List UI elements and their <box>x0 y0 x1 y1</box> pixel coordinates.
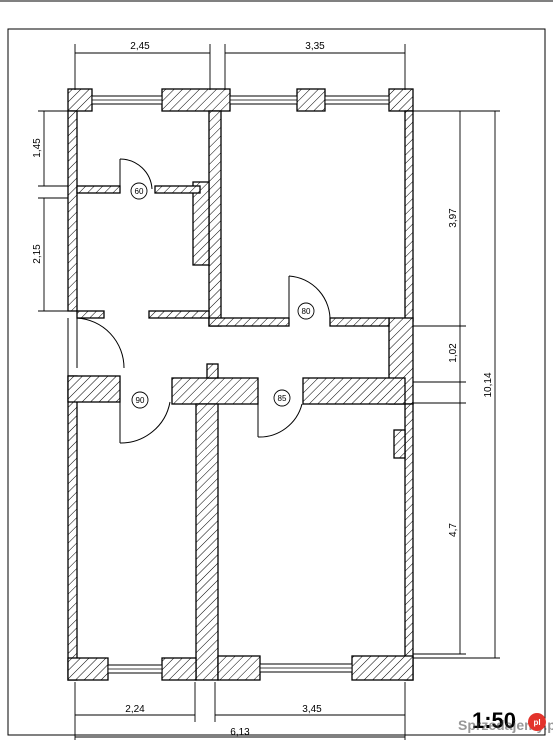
lower-corridor-wall-middle <box>171 377 259 405</box>
dim-left-upper: 1,45 <box>32 138 43 158</box>
top-wall-right-corner <box>388 88 414 112</box>
central-partition-lower <box>195 403 219 681</box>
corridor-wall-middle <box>208 317 290 327</box>
doors <box>67 158 331 444</box>
dim-bottom-right: 3,45 <box>302 704 322 715</box>
watermark-badge-icon <box>528 713 546 731</box>
chimney-block <box>192 181 210 266</box>
bottom-wall-right-corner <box>351 655 414 681</box>
door-label-60: 60 <box>135 187 144 196</box>
corridor-wall-left-stub <box>76 310 105 319</box>
right-wall-upper <box>404 110 414 322</box>
dimension-lines <box>38 44 500 740</box>
dim-bottom-left: 2,24 <box>125 704 145 715</box>
dim-total-height: 10,14 <box>483 372 494 397</box>
lower-corridor-wall-stub <box>206 363 219 379</box>
dim-top-right: 3,35 <box>305 41 325 52</box>
windows <box>91 95 390 674</box>
door-label-80: 80 <box>302 307 311 316</box>
right-wall-lower <box>404 403 414 681</box>
bottom-wall-left-corner <box>67 657 109 681</box>
door-label-90: 90 <box>136 396 145 405</box>
top-wall-pier <box>296 88 326 112</box>
dim-right-room: 3,97 <box>448 208 459 228</box>
door-85-marker <box>273 389 291 407</box>
right-wall-niche <box>393 429 406 459</box>
top-wall-left-corner <box>67 88 93 112</box>
door-label-85: 85 <box>278 394 287 403</box>
corridor-wall-left <box>148 310 210 319</box>
dim-total-width: 6,13 <box>230 727 250 738</box>
dim-left-lower: 2,15 <box>32 244 43 264</box>
door-60-marker <box>130 182 148 200</box>
watermark-badge-text: pl <box>533 718 540 727</box>
central-partition-upper <box>208 110 222 327</box>
door-90-marker <box>131 391 149 409</box>
scale-label: 1:50 <box>472 708 516 733</box>
left-wall-upper <box>67 110 78 312</box>
lower-corridor-wall-left <box>67 375 121 403</box>
bathroom-wall-left <box>76 185 121 194</box>
corridor-wall-right <box>329 317 390 327</box>
walls <box>67 88 414 681</box>
bathroom-wall-right <box>154 185 201 194</box>
bottom-wall-right-pier <box>217 655 261 681</box>
bottom-wall-left-pier <box>161 657 197 681</box>
dim-corridor: 1,02 <box>448 343 459 363</box>
dim-lower-room: 4,7 <box>448 523 459 537</box>
left-wall-lower <box>67 375 78 681</box>
lower-corridor-wall-right <box>302 377 406 405</box>
top-wall-middle <box>161 88 231 112</box>
drawing-frame <box>7 28 546 736</box>
door-80-marker <box>297 302 315 320</box>
dim-top-left: 2,45 <box>130 41 150 52</box>
